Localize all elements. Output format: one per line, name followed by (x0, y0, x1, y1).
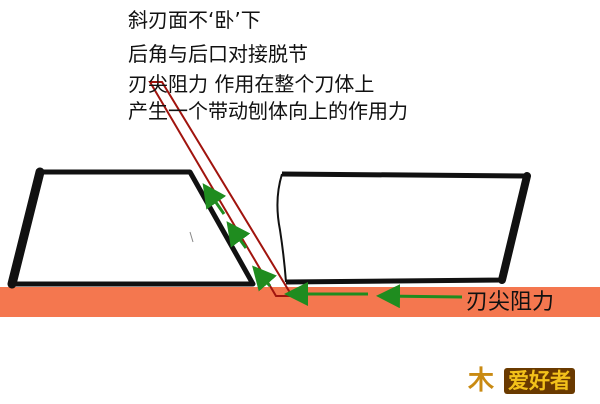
force-arrow-up-3 (202, 183, 227, 215)
sketch-mark (189, 231, 194, 243)
blade-bevel-line (161, 81, 293, 297)
note-line-3: 刃尖阻力 作用在整个刀体上 (128, 72, 375, 96)
plane-mouth-edge (276, 173, 287, 283)
force-arrow-up-2 (226, 221, 251, 249)
plane-front-edge (7, 167, 45, 289)
note-line-1: 斜刃面不‘卧’下 (128, 8, 261, 32)
plane-body-front (9, 169, 256, 287)
force-arrow-up-1 (252, 265, 277, 292)
resistance-arrow-1 (376, 284, 463, 309)
tip-resistance-label: 刃尖阻力 (466, 290, 555, 315)
site-logo: 木 爱好者 (468, 366, 592, 396)
plane-rear-edge (498, 172, 531, 284)
note-line-2: 后角与后口对接脱节 (128, 42, 308, 66)
note-line-4: 产生一个带动刨体向上的作用力 (128, 99, 408, 123)
logo-mark: 木 (468, 366, 495, 396)
logo-text: 爱好者 (504, 368, 575, 394)
plane-body-rear (281, 171, 530, 285)
